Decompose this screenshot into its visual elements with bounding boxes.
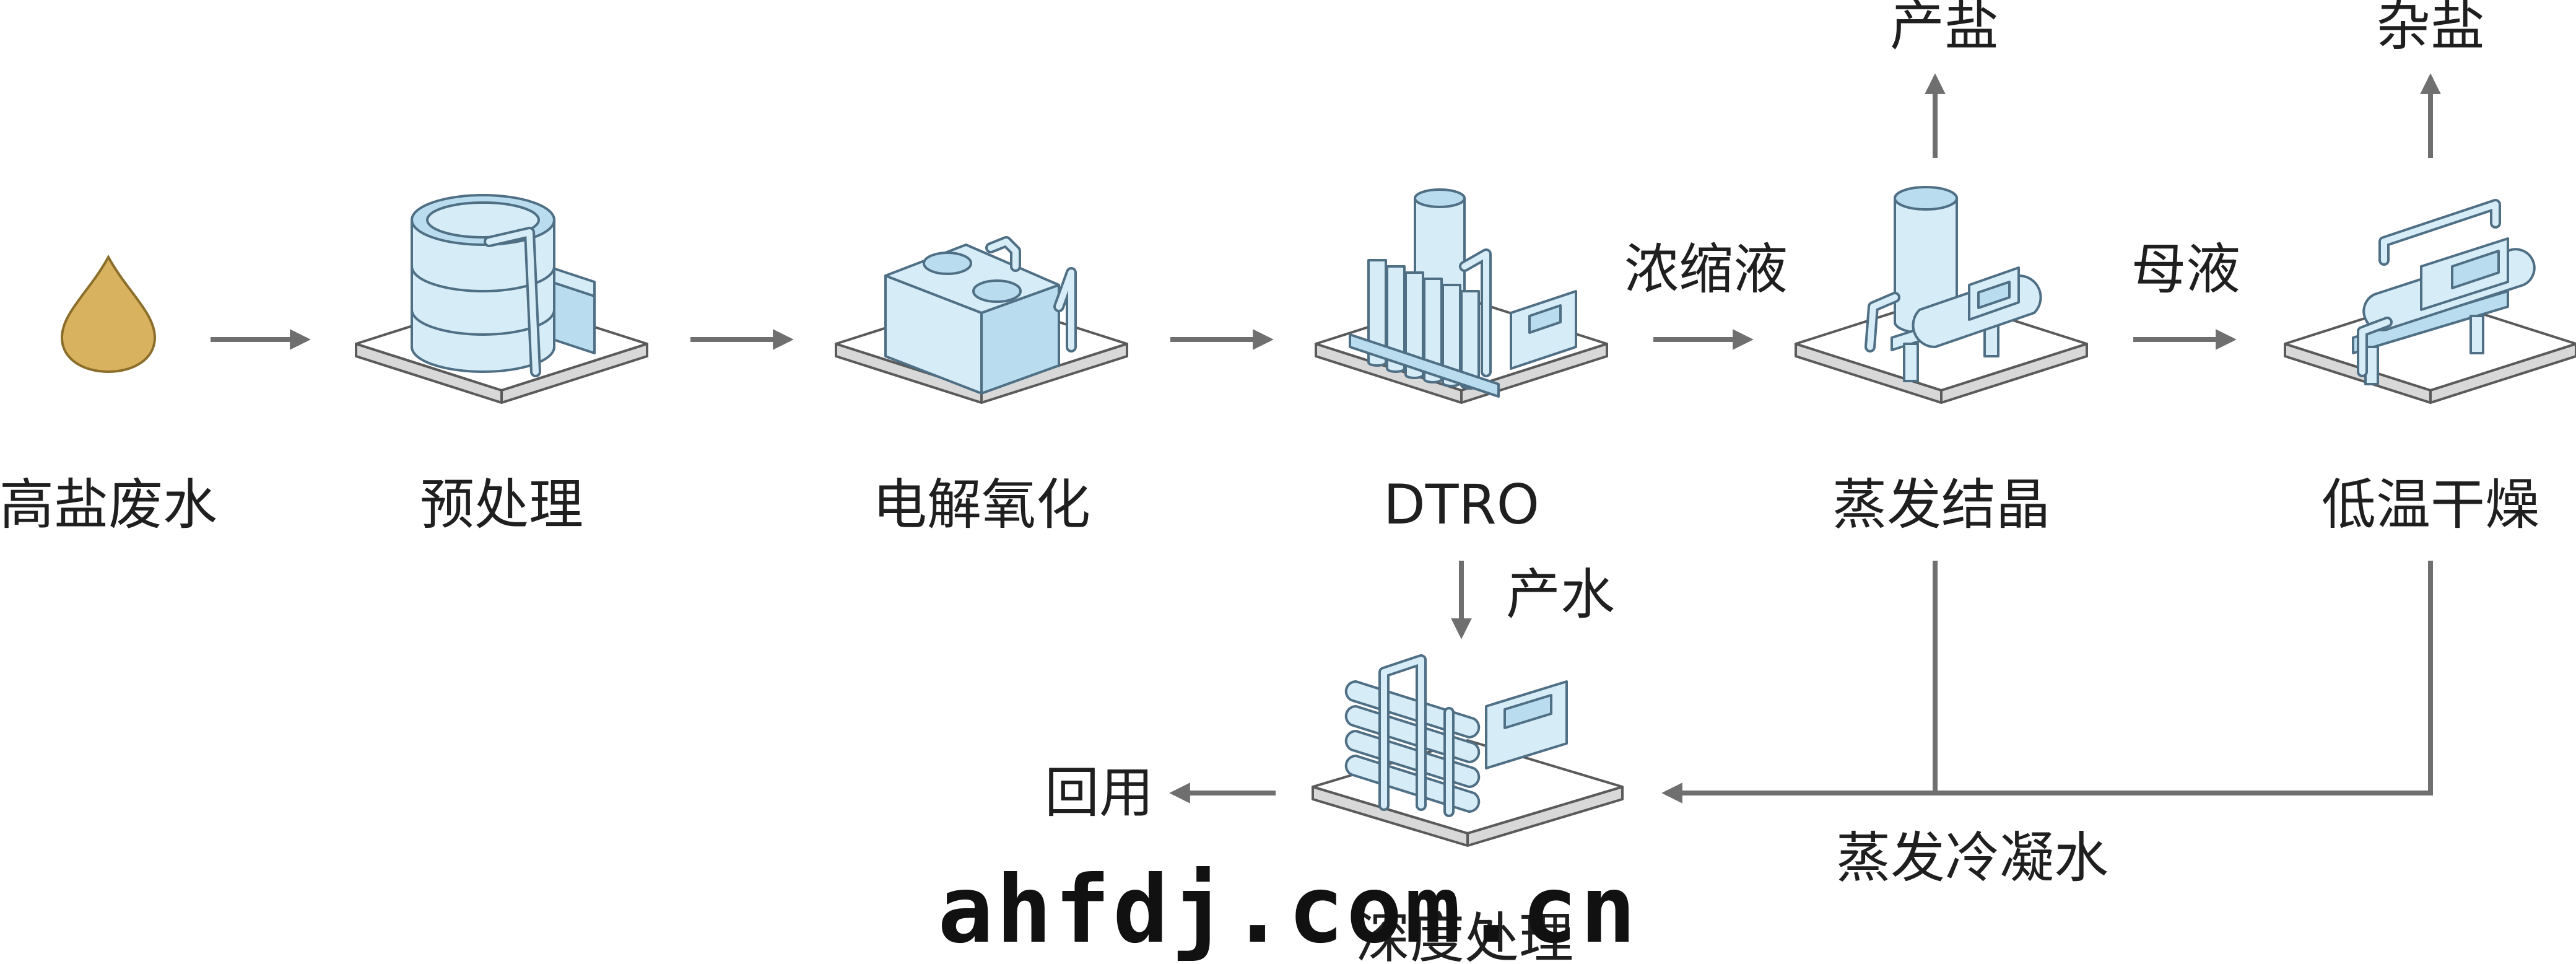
label-evaporation: 蒸发结晶: [1832, 473, 2050, 537]
label-electrolysis: 电解氧化: [872, 473, 1090, 537]
label-product-water: 产水: [1506, 563, 1615, 626]
membrane-unit-icon: [1315, 188, 1608, 404]
droplet-icon: [60, 254, 157, 374]
label-concentrate: 浓缩液: [1624, 237, 1788, 301]
watermark: ahfdj.com.cn: [938, 856, 1638, 964]
tank-icon: [355, 194, 648, 404]
label-reuse: 回用: [1045, 761, 1154, 825]
dryer-icon: [2284, 199, 2576, 404]
label-drying: 低温干燥: [2321, 473, 2539, 537]
deep-treatment-icon: [1312, 654, 1624, 847]
condensate-line-dry: [1661, 561, 2433, 804]
label-product-salt: 产盐: [1890, 0, 1999, 58]
label-condensate: 蒸发冷凝水: [1836, 826, 2108, 890]
label-pretreatment: 预处理: [420, 473, 583, 537]
label-mother-liquor: 母液: [2131, 237, 2240, 301]
label-mixed-salt: 杂盐: [2376, 0, 2485, 58]
evaporator-icon: [1795, 186, 2088, 404]
label-deep-treatment: 深度处理: [1355, 906, 1573, 964]
label-raw-wastewater: 高盐废水: [0, 473, 217, 537]
label-dtro: DTRO: [1383, 473, 1539, 537]
electrolysis-cell-icon: [835, 236, 1128, 404]
